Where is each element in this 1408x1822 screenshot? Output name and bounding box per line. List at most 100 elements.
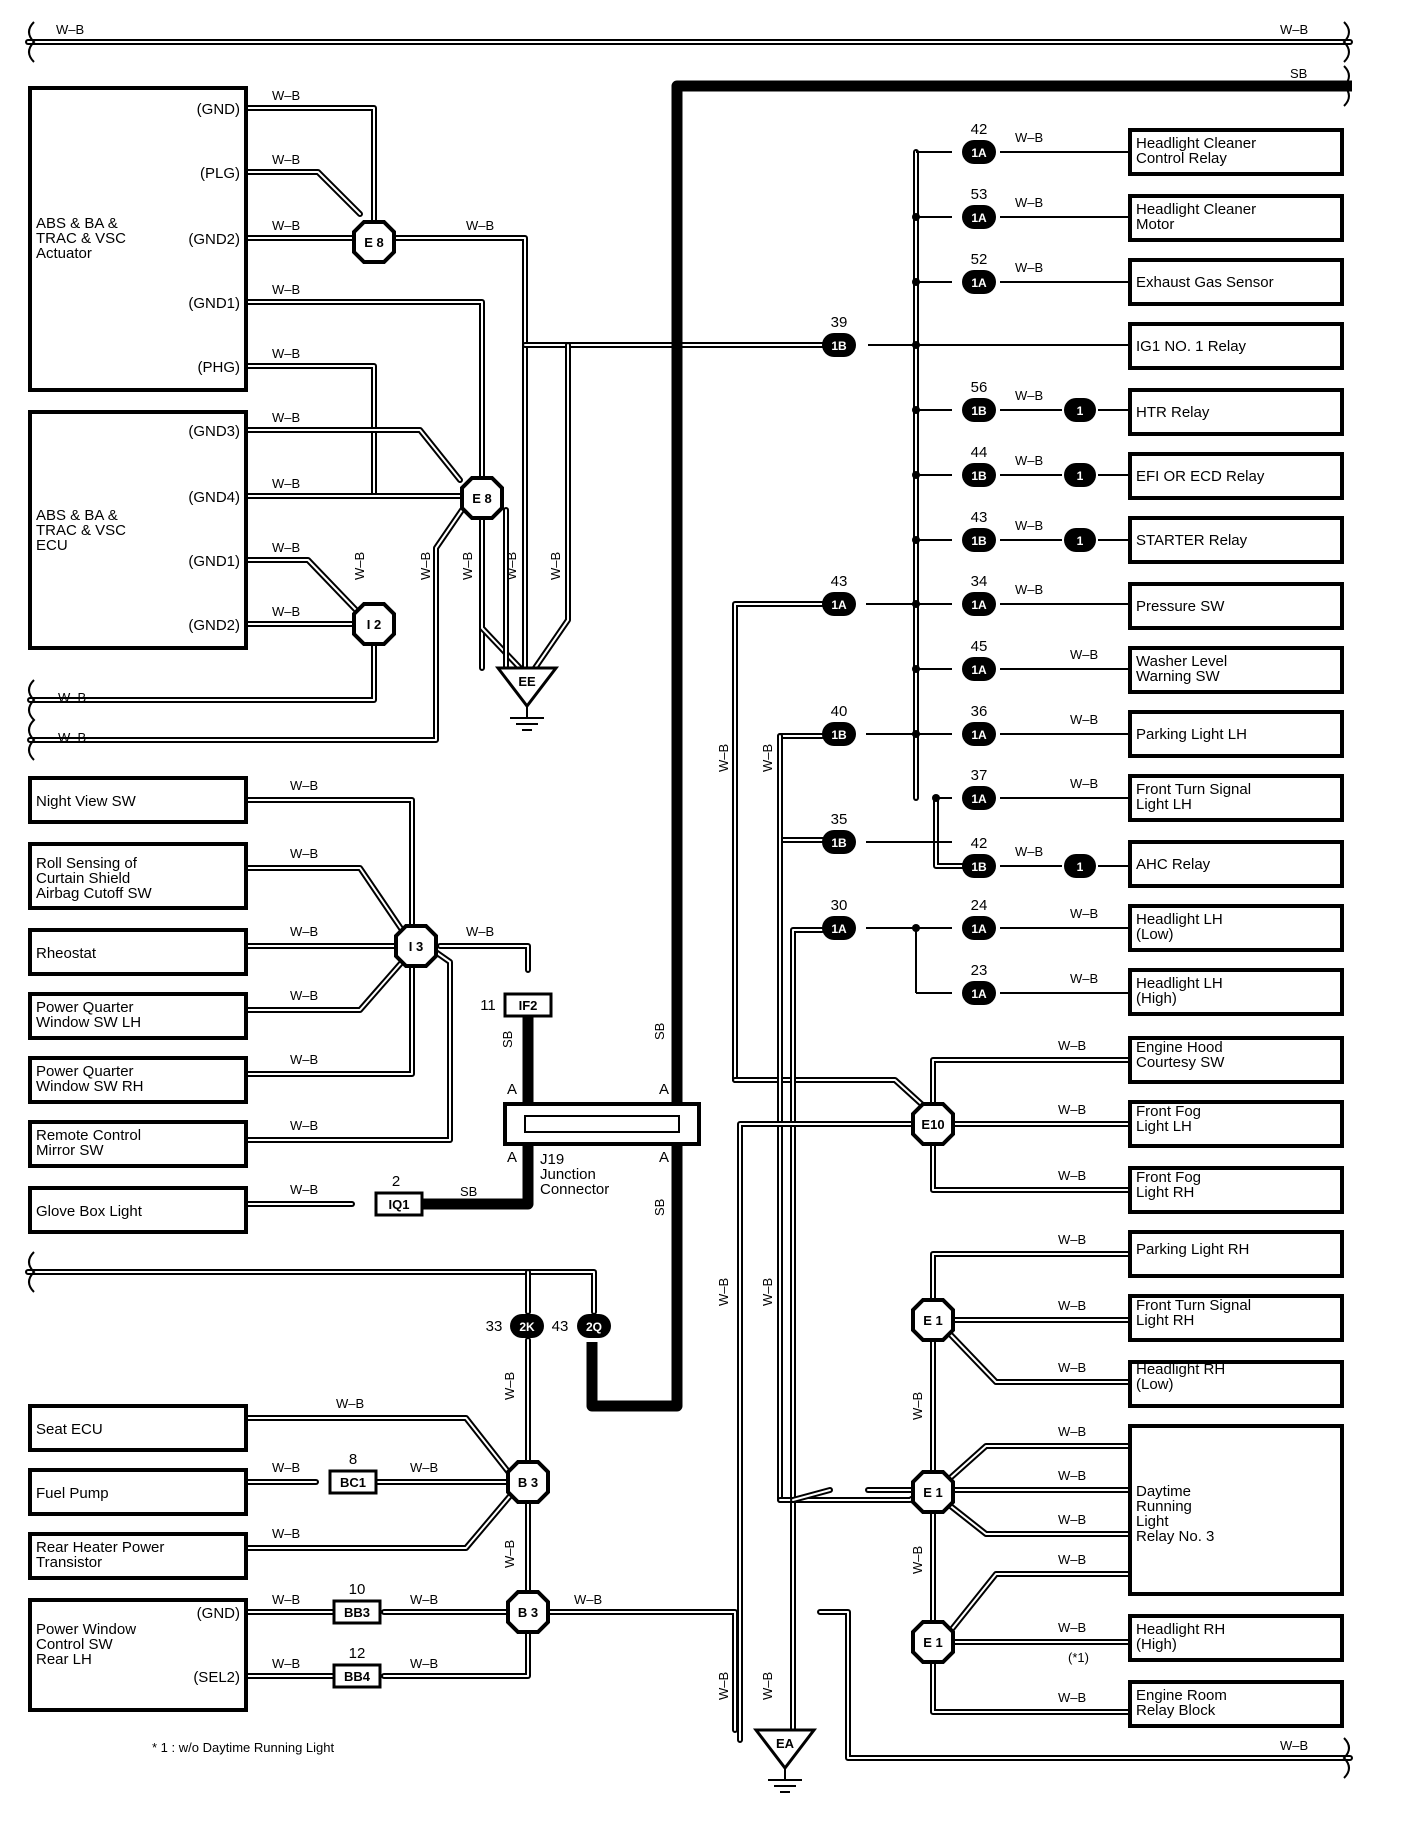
svg-text:W–B: W–B — [1058, 1424, 1086, 1439]
svg-text:W–B: W–B — [58, 690, 86, 705]
svg-text:W–B: W–B — [910, 1546, 925, 1574]
night-view-label: Night View SW — [36, 793, 137, 810]
right-box-20 — [1128, 1360, 1344, 1408]
svg-text:1: 1 — [1077, 404, 1084, 418]
svg-text:W–B: W–B — [760, 1278, 775, 1306]
connector-b3-upper: B 3 — [506, 1460, 550, 1504]
svg-text:2Q: 2Q — [586, 1320, 602, 1334]
svg-text:E10: E10 — [921, 1117, 944, 1132]
svg-text:E 8: E 8 — [364, 235, 384, 250]
pill-1b-42: 1B — [962, 854, 996, 878]
headlight-rh-high-label: Headlight RH(High) — [1136, 1621, 1225, 1653]
svg-text:35: 35 — [831, 811, 848, 828]
svg-text:42: 42 — [971, 835, 988, 852]
ground-ee: EE — [494, 666, 560, 731]
svg-text:W–B: W–B — [290, 988, 318, 1003]
svg-text:1: 1 — [1077, 534, 1084, 548]
svg-text:A: A — [507, 1149, 517, 1166]
connector-b3-lower: B 3 — [506, 1590, 550, 1634]
svg-text:W–B: W–B — [1070, 647, 1098, 662]
connector-bb4: BB4 — [332, 1663, 382, 1689]
right-box-7 — [1128, 516, 1344, 564]
right-box-10 — [1128, 710, 1344, 758]
rheostat-box — [28, 928, 248, 976]
svg-text:W–B: W–B — [504, 552, 519, 580]
svg-text:W–B: W–B — [272, 346, 300, 361]
svg-text:W–B: W–B — [1015, 518, 1043, 533]
svg-text:W–B: W–B — [272, 540, 300, 555]
svg-text:W–B: W–B — [272, 1526, 300, 1541]
svg-text:30: 30 — [831, 897, 848, 914]
seat-ecu-label: Seat ECU — [36, 1421, 103, 1438]
seat-ecu-box — [28, 1404, 248, 1452]
svg-text:11: 11 — [480, 997, 496, 1014]
ground-symbols: EE EA — [494, 666, 818, 1793]
svg-text:W–B: W–B — [716, 1672, 731, 1700]
pill-1b-44: 1B — [962, 463, 996, 487]
pill-1a-30: 1A — [822, 916, 856, 940]
pin-gnd1-act: (GND1) — [188, 295, 240, 312]
pill-connectors: 2K 2Q 1B 1A 1B 1B 1A 1A 1A 1A 1B 1B 1B 1… — [510, 140, 1096, 1338]
right-box-5 — [1128, 388, 1344, 436]
svg-text:W–B: W–B — [1070, 906, 1098, 921]
pin-gnd: (GND) — [197, 101, 240, 118]
svg-text:W–B: W–B — [1070, 712, 1098, 727]
svg-text:W–B: W–B — [1058, 1620, 1086, 1635]
svg-text:W–B: W–B — [1015, 388, 1043, 403]
abs-ecu-box — [28, 410, 248, 650]
svg-text:W–B: W–B — [410, 1592, 438, 1607]
svg-text:W–B: W–B — [272, 604, 300, 619]
connector-e8-lower: E 8 — [460, 476, 504, 520]
svg-text:W–B: W–B — [290, 1052, 318, 1067]
svg-text:W–B: W–B — [290, 924, 318, 939]
connector-e8-upper: E 8 — [352, 220, 396, 264]
pill-1-htr: 1 — [1064, 398, 1096, 422]
right-box-4 — [1128, 322, 1344, 370]
svg-text:33: 33 — [486, 1318, 503, 1335]
right-box-22 — [1128, 1614, 1344, 1662]
svg-text:1A: 1A — [971, 728, 987, 742]
svg-text:43: 43 — [552, 1318, 569, 1335]
svg-text:SB: SB — [652, 1023, 667, 1040]
svg-text:1A: 1A — [971, 276, 987, 290]
rear-heater-box — [28, 1532, 248, 1580]
pin-labels: (GND) (PLG) (GND2) (GND1) (PHG) (GND3) (… — [188, 101, 240, 1686]
pill-1a-53: 1A — [962, 205, 996, 229]
svg-text:36: 36 — [971, 703, 988, 720]
svg-text:W–B: W–B — [410, 1460, 438, 1475]
svg-text:W–B: W–B — [1058, 1232, 1086, 1247]
pin-plg: (PLG) — [200, 165, 240, 182]
svg-text:W–B: W–B — [910, 1392, 925, 1420]
svg-text:BB4: BB4 — [344, 1669, 371, 1684]
pin-gnd1-ecu: (GND1) — [188, 553, 240, 570]
svg-text:W–B: W–B — [272, 218, 300, 233]
j19-pins: A A A A — [507, 1081, 669, 1166]
right-box-18 — [1128, 1230, 1344, 1278]
pill-1a-23: 1A — [962, 981, 996, 1005]
svg-text:1A: 1A — [971, 663, 987, 677]
pill-1a-24: 1A — [962, 916, 996, 940]
svg-text:1: 1 — [1077, 469, 1084, 483]
fuel-pump-box — [28, 1468, 248, 1516]
junction-dots — [912, 213, 940, 932]
pq-rh-box — [28, 1056, 248, 1104]
connector-bb3: BB3 — [332, 1599, 382, 1625]
svg-text:W–B: W–B — [1015, 453, 1043, 468]
pill-1a-52: 1A — [962, 270, 996, 294]
svg-text:A: A — [507, 1081, 517, 1098]
right-box-2 — [1128, 194, 1344, 242]
break-marks — [28, 21, 1350, 1779]
connector-e1-lower: E 1 — [911, 1620, 955, 1664]
svg-text:W–B: W–B — [760, 1672, 775, 1700]
ground-ea: EA — [752, 1728, 818, 1793]
svg-text:W–B: W–B — [760, 744, 775, 772]
